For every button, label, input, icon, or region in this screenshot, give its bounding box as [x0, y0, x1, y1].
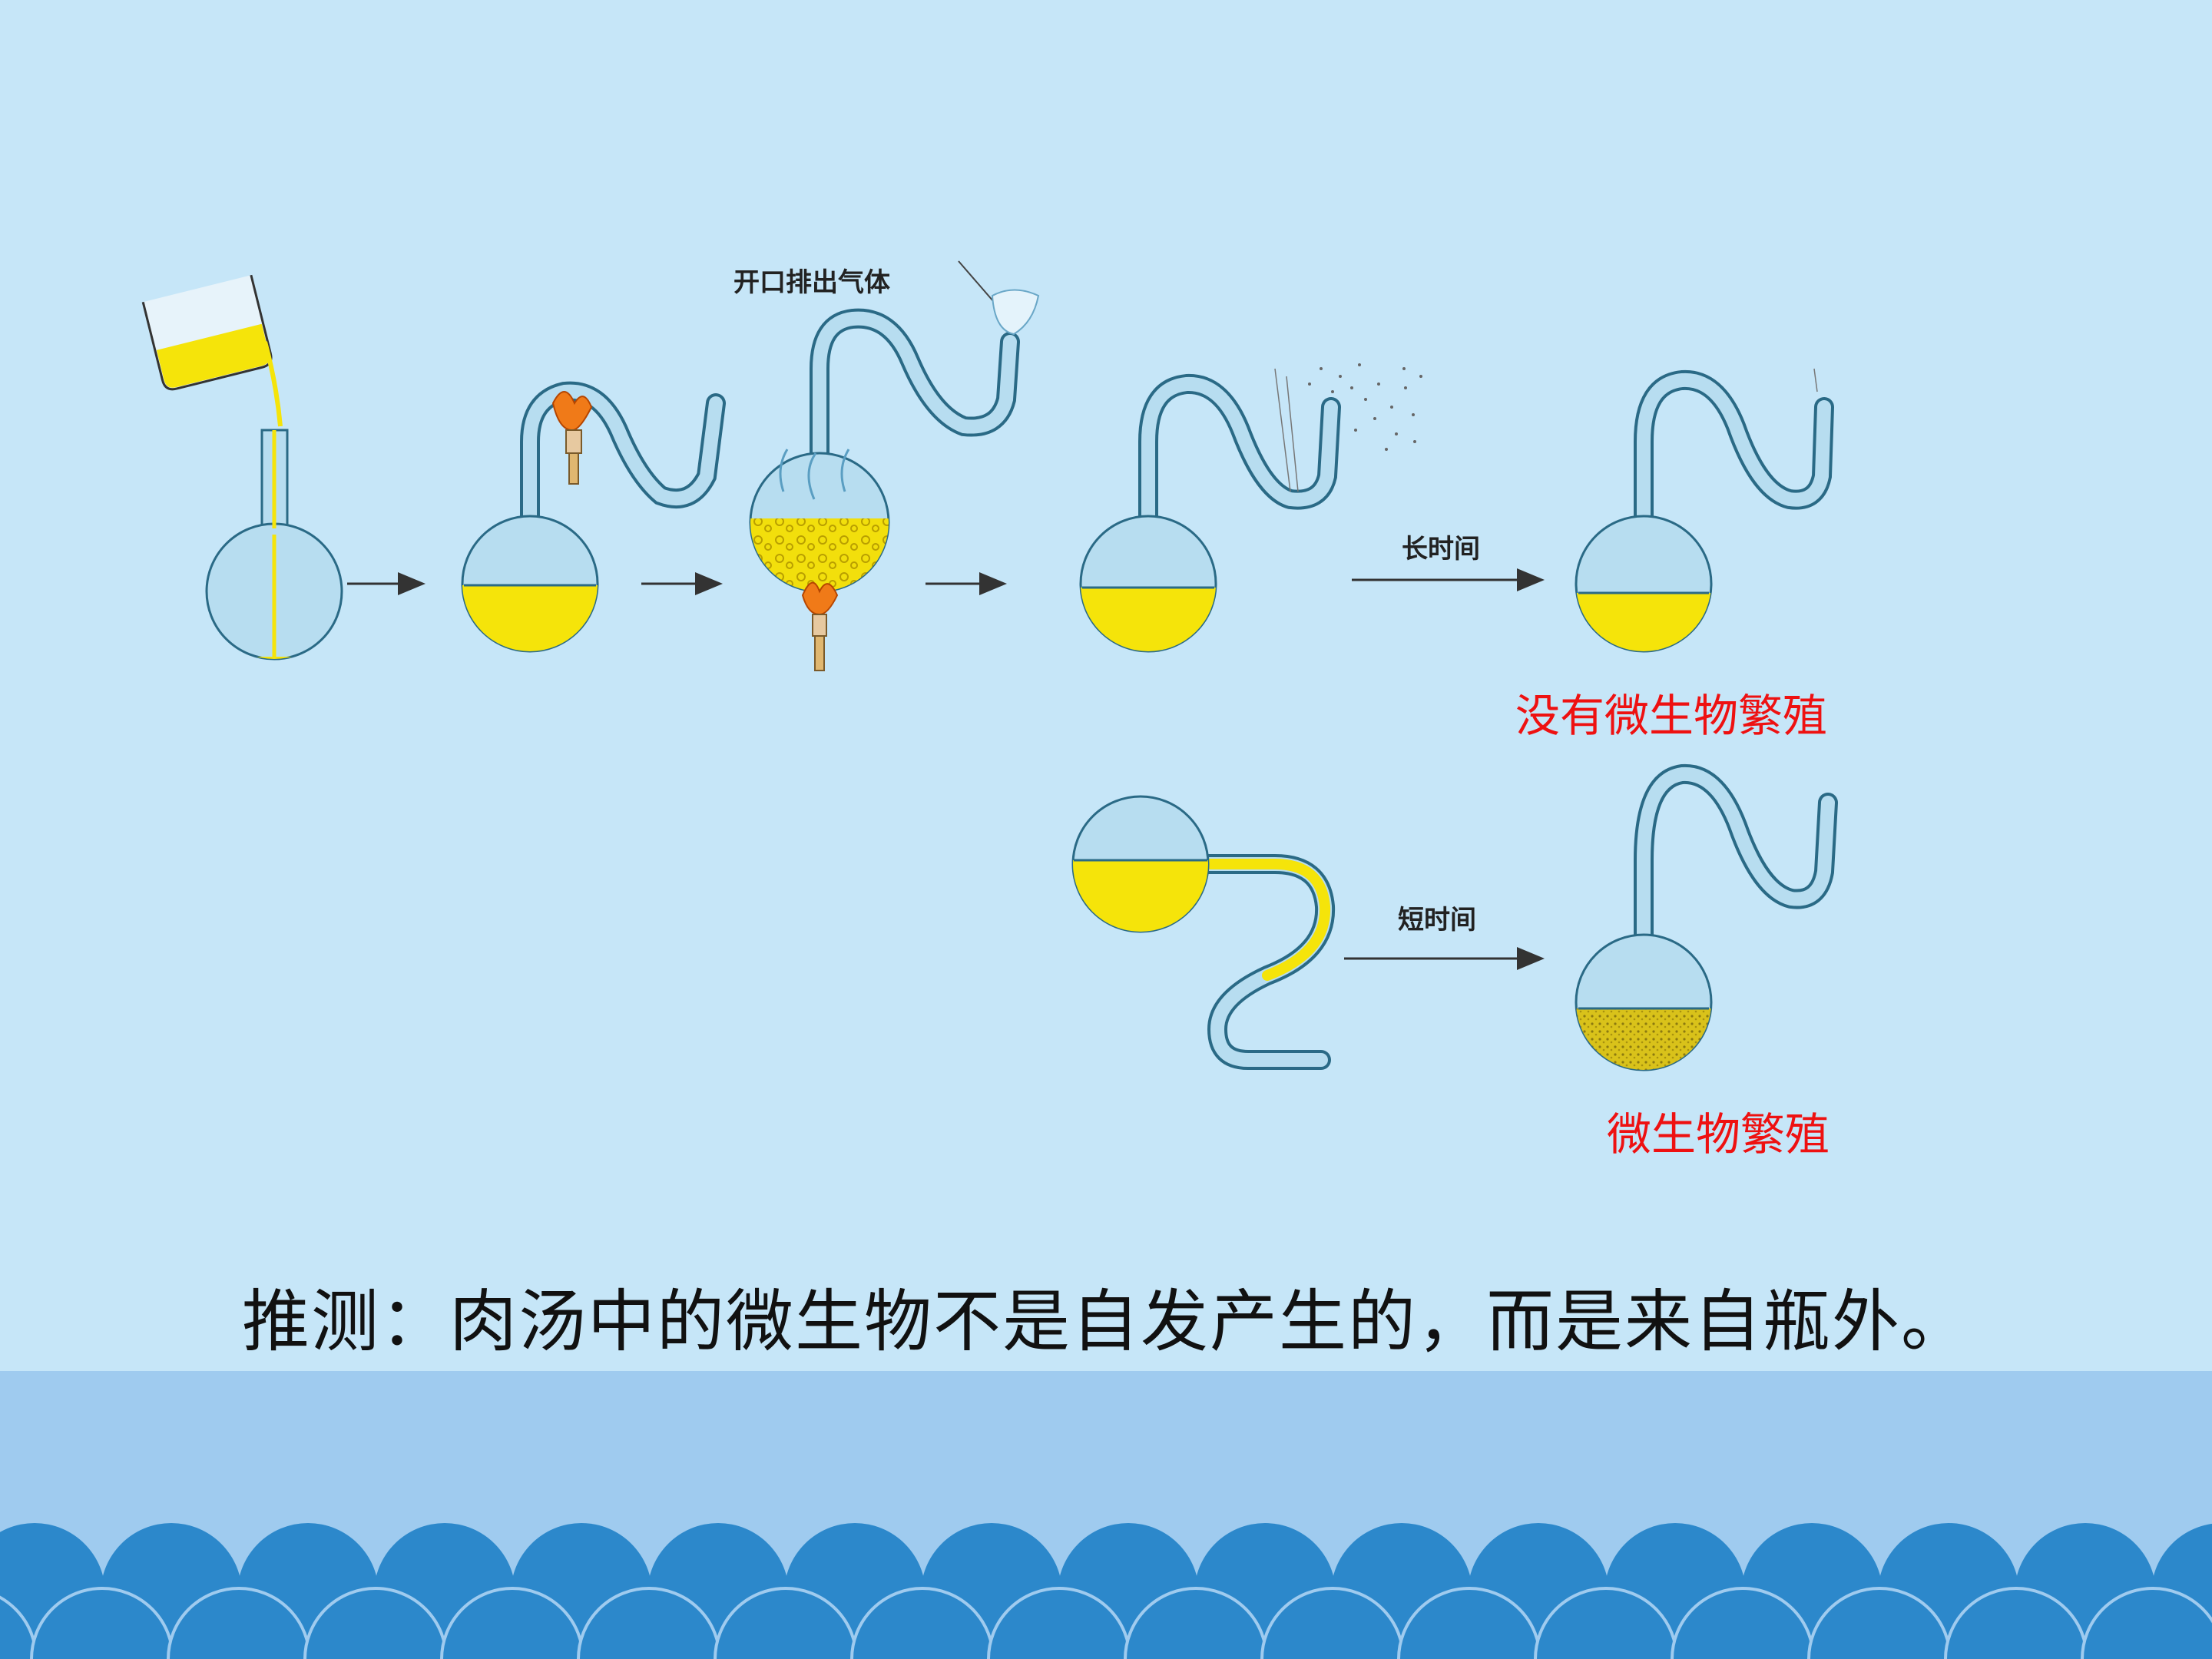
wave-scallop	[1944, 1587, 2088, 1659]
wave-scallop	[167, 1587, 311, 1659]
flask-icon	[205, 429, 343, 661]
step-short-time-result	[1575, 763, 1838, 1071]
long-time-label: 长时间	[1402, 534, 1480, 565]
step-bend-neck	[461, 381, 726, 653]
step-dust-trapped	[1079, 363, 1422, 653]
swan-neck-flask-icon	[1071, 795, 1336, 1070]
beaker-icon	[141, 274, 273, 391]
step-long-time-result	[1575, 368, 1834, 653]
wave-scallop	[30, 1587, 174, 1659]
wave-scallop	[1807, 1587, 1952, 1659]
swan-neck-flask-icon	[461, 381, 726, 653]
conclusion-text: 推测：肉汤中的微生物不是自发产生的，而是来自瓶外。	[241, 1282, 1970, 1361]
step-tilted-flask	[1071, 795, 1336, 1070]
growth-result: 微生物繁殖	[1607, 1108, 1830, 1161]
wave-scallop	[850, 1587, 995, 1659]
step-boil-broth	[749, 260, 1040, 671]
wave-scallop	[1397, 1587, 1541, 1659]
burner-flame-icon	[801, 581, 839, 671]
wave-scallop	[1260, 1587, 1405, 1659]
step-pour-broth	[141, 274, 343, 661]
swan-neck-flask-icon	[1575, 369, 1834, 653]
swan-neck-flask-icon	[1575, 763, 1838, 1071]
no-growth-result: 没有微生物繁殖	[1515, 690, 1828, 742]
swan-neck-flask-icon	[1079, 373, 1341, 653]
wave-scallop	[440, 1587, 584, 1659]
wave-scallop	[577, 1587, 721, 1659]
wave-scallop	[2081, 1587, 2212, 1659]
wave-scallop	[303, 1587, 448, 1659]
wave-scallop	[987, 1587, 1131, 1659]
swan-neck-flask-icon	[749, 308, 1020, 593]
burner-flame-icon	[551, 391, 593, 485]
wave-scallop	[1124, 1587, 1268, 1659]
dust-particles-icon	[1274, 363, 1422, 492]
wave-scallop	[0, 1595, 38, 1659]
open-vent-label: 开口排出气体	[733, 267, 890, 298]
footer-wave-decoration	[0, 1371, 2212, 1659]
wave-scallop	[1671, 1587, 1815, 1659]
short-time-label: 短时间	[1398, 905, 1476, 935]
wave-scallop	[714, 1587, 858, 1659]
wave-scallop	[1534, 1587, 1678, 1659]
